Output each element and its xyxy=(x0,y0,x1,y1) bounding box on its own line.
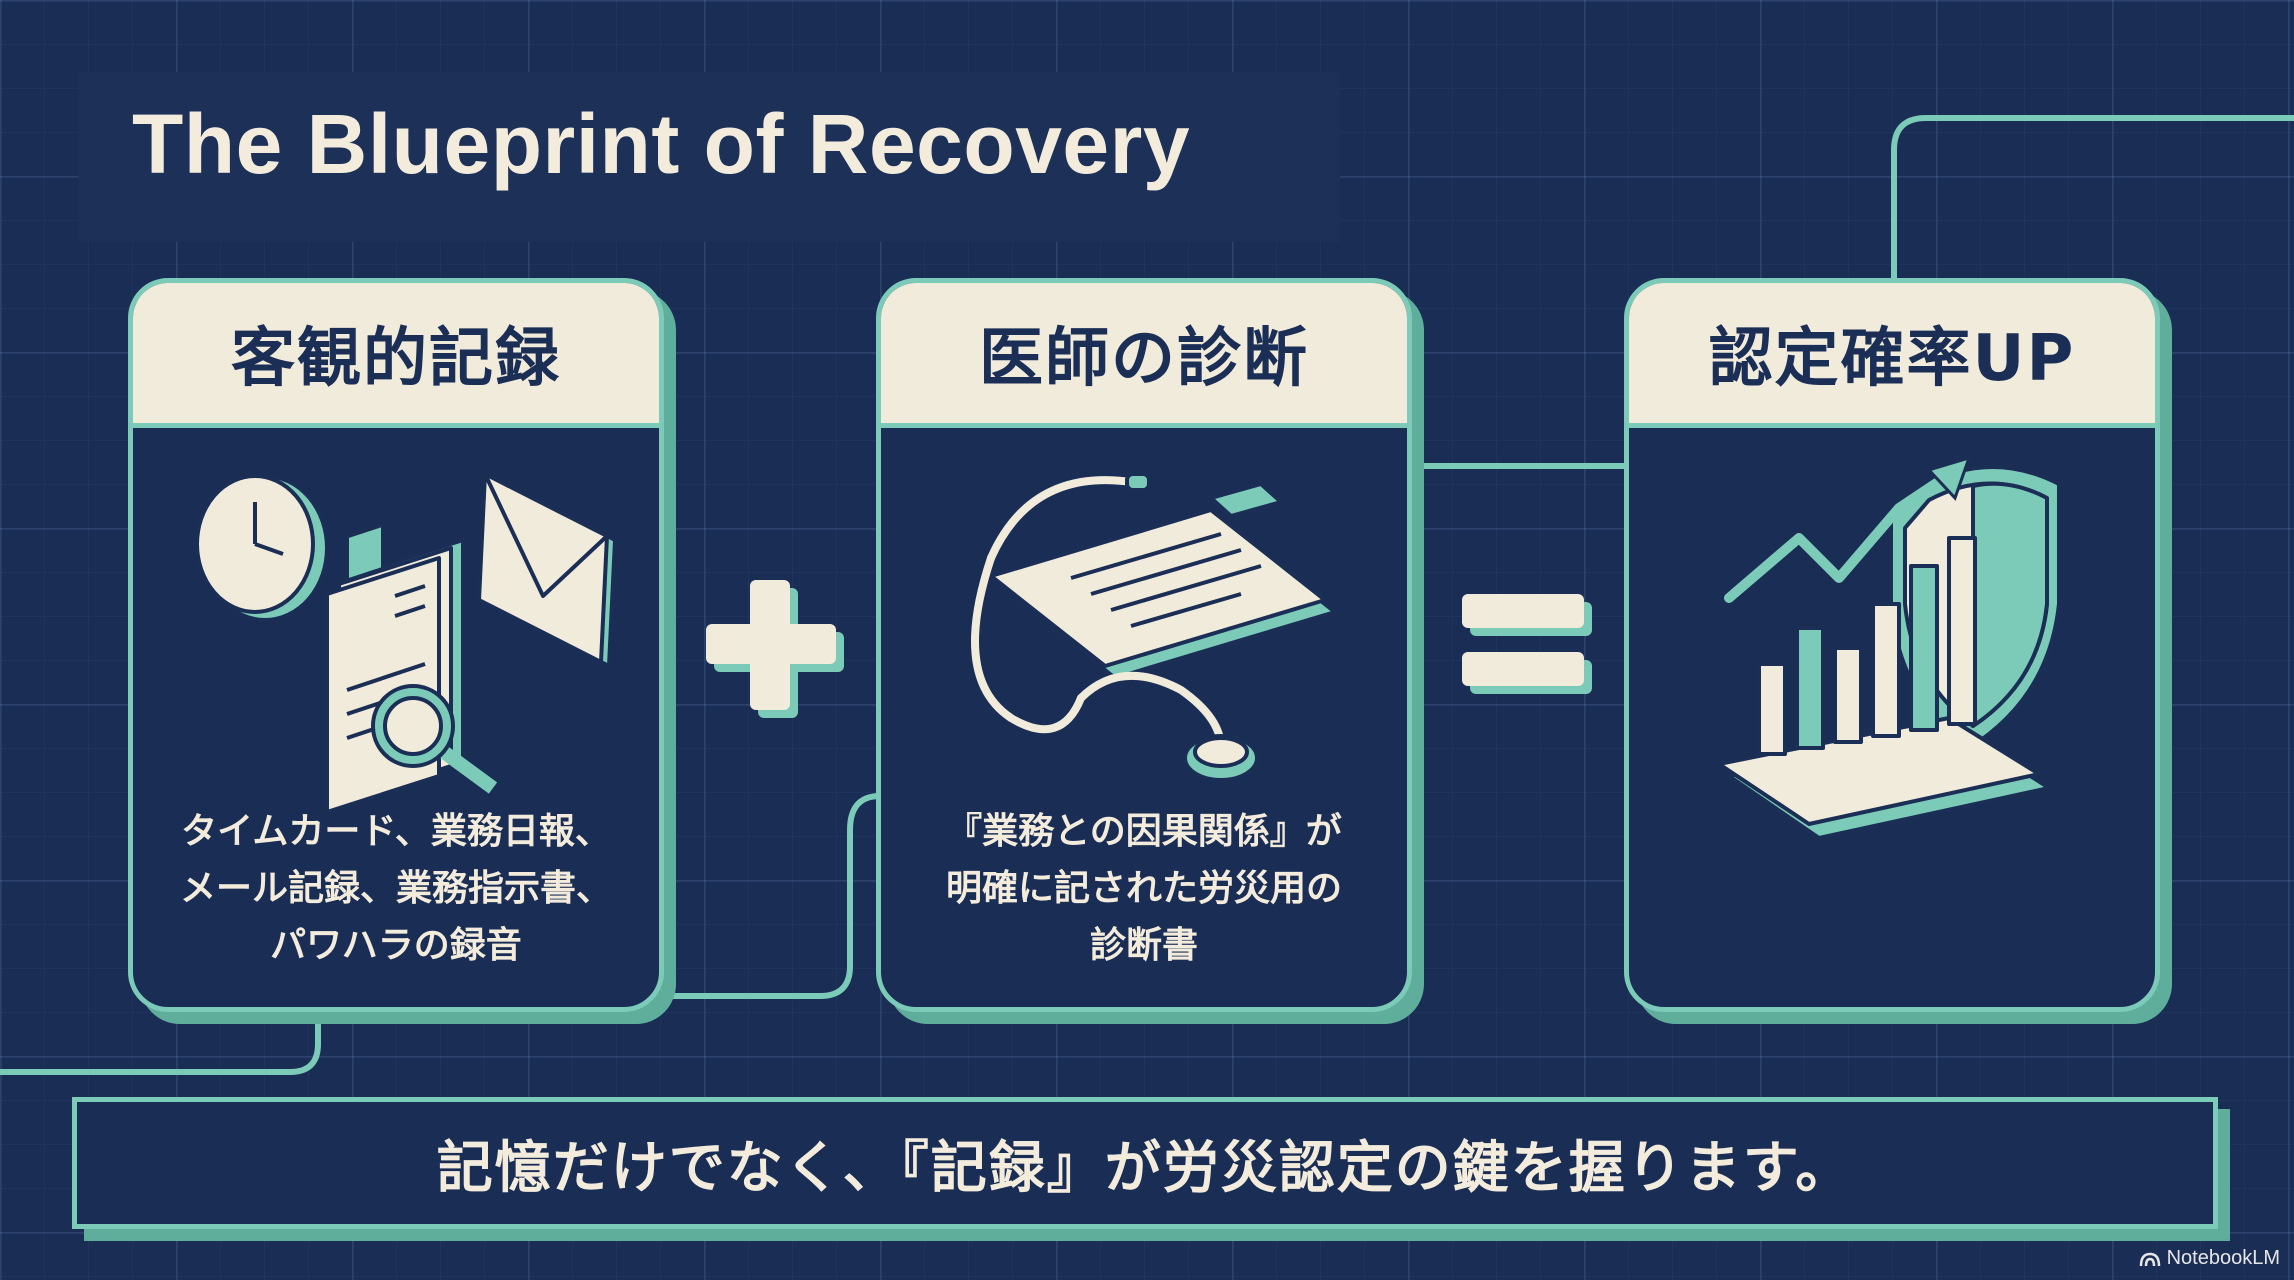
description-line: 明確に記された労災用の xyxy=(945,868,1342,909)
description-line: 診断書 xyxy=(1089,925,1198,966)
page-title: The Blueprint of Recovery xyxy=(132,97,1191,191)
card-recognition-up: 認定確率UP xyxy=(1624,278,2160,1012)
plus-icon xyxy=(706,580,844,718)
notebooklm-logo-icon xyxy=(2139,1252,2160,1266)
card-title: 客観的記録 xyxy=(231,322,561,396)
description-line: パワハラの録音 xyxy=(270,925,522,966)
description-line: タイムカード、業務日報、 xyxy=(181,811,611,852)
equals-icon xyxy=(1462,594,1592,694)
brand-watermark: NotebookLM xyxy=(2139,1247,2280,1270)
conclusion-banner: 記憶だけでなく、『記録』が労災認定の鍵を握ります。 xyxy=(72,1097,2218,1229)
card-header: 認定確率UP xyxy=(1629,283,2155,428)
description-line: メール記録、業務指示書、 xyxy=(179,868,612,909)
card-title: 医師の診断 xyxy=(979,322,1309,396)
shield-rising-chart-icon xyxy=(1717,455,2061,840)
card-description: タイムカード、業務日報、 メール記録、業務指示書、 パワハラの録音 xyxy=(143,803,649,974)
conclusion-text: 記憶だけでなく、『記録』が労災認定の鍵を握ります。 xyxy=(436,1135,1854,1201)
clipboard-stethoscope-icon xyxy=(971,472,1337,782)
card-doctor-diagnosis: 医師の診断 『業務との因果関係』が 明確に記された労災用の 診断書 xyxy=(876,278,1412,1012)
title-panel: The Blueprint of Recovery xyxy=(78,72,1340,242)
card-header: 客観的記録 xyxy=(133,283,659,428)
card-header: 医師の診断 xyxy=(881,283,1407,428)
card-description: 『業務との因果関係』が 明確に記された労災用の 診断書 xyxy=(891,803,1397,974)
description-line: 『業務との因果関係』が xyxy=(946,811,1342,852)
documents-clock-mail-magnifier-icon xyxy=(195,472,617,814)
card-objective-records: 客観的記録 タイムカード、 xyxy=(128,278,664,1012)
card-title: 認定確率UP xyxy=(1708,322,2076,396)
brand-label: NotebookLM xyxy=(2166,1247,2280,1269)
